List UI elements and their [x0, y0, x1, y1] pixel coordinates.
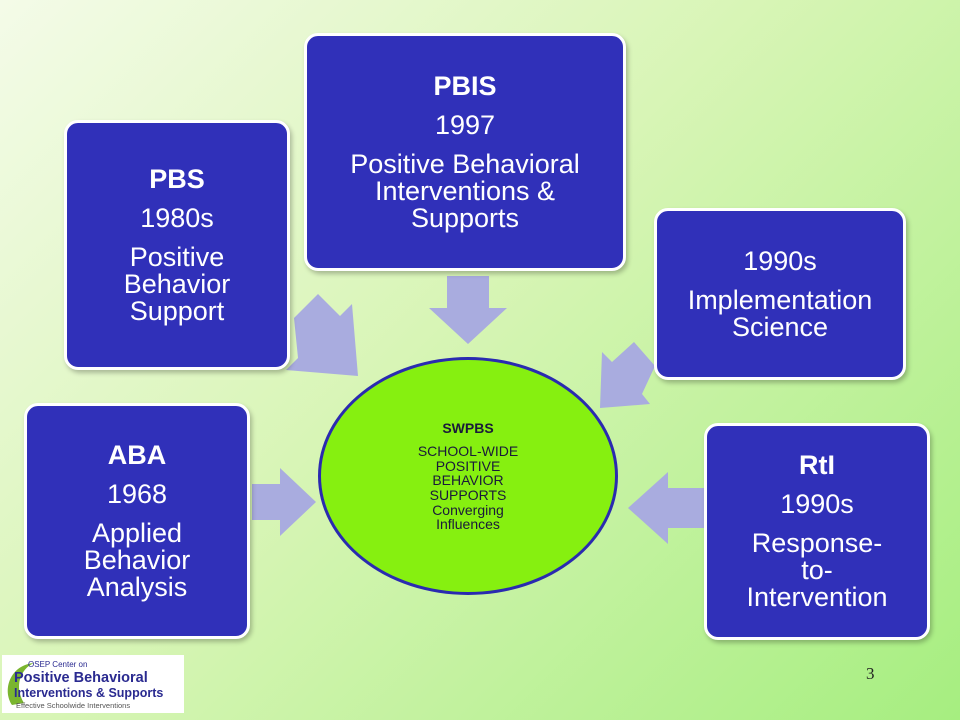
- arrow-aba-to-center: [252, 468, 316, 536]
- center-line-3: BEHAVIOR: [432, 472, 504, 489]
- box-rti: RtI 1990s Response- to- Intervention: [704, 423, 930, 640]
- box-pbis: PBIS 1997 Positive Behavioral Interventi…: [304, 33, 626, 271]
- rti-year: 1990s: [780, 489, 854, 519]
- pbs-year: 1980s: [140, 202, 214, 233]
- pbis-desc-1: Positive Behavioral: [350, 148, 580, 179]
- rti-desc-3: Intervention: [746, 582, 888, 612]
- impl-year: 1990s: [743, 245, 817, 276]
- aba-desc-1: Applied: [91, 517, 183, 548]
- arrow-impl-to-center: [600, 342, 655, 408]
- box-pbs: PBS 1980s Positive Behavior Support: [64, 120, 290, 370]
- pbis-desc-2: Interventions &: [374, 175, 556, 206]
- arrow-pbis-to-center: [429, 276, 507, 344]
- pbis-year: 1997: [434, 109, 496, 140]
- pbis-logo: OSEP Center on Positive Behavioral Inter…: [2, 655, 184, 713]
- pbs-label: PBS: [149, 163, 205, 194]
- arrow-pbs-to-center: [286, 294, 358, 376]
- pbis-label: PBIS: [433, 70, 497, 101]
- aba-label: ABA: [107, 439, 167, 470]
- logo-line-4: Effective Schoolwide Interventions: [16, 701, 130, 710]
- center-line-6: Influences: [436, 516, 500, 533]
- center-line-2: POSITIVE: [435, 457, 501, 474]
- arrow-rti-to-center: [628, 472, 704, 544]
- logo-swoosh-icon: [7, 663, 35, 705]
- logo-line-1: OSEP Center on: [28, 660, 87, 669]
- aba-desc-3: Analysis: [86, 571, 188, 602]
- rti-label: RtI: [799, 450, 835, 480]
- center-title: SWPBS: [442, 419, 494, 436]
- impl-desc-2: Science: [731, 311, 829, 342]
- pbs-desc-1: Positive: [129, 241, 225, 272]
- impl-desc-1: Implementation: [687, 284, 873, 315]
- pbs-desc-3: Support: [129, 295, 225, 326]
- rti-desc-2: to-: [801, 555, 833, 585]
- pbis-desc-3: Supports: [410, 202, 520, 233]
- page-number: 3: [866, 664, 875, 683]
- center-line-5: Converging: [432, 501, 504, 518]
- box-aba: ABA 1968 Applied Behavior Analysis: [24, 403, 250, 639]
- logo-line-3: Interventions & Supports: [14, 686, 163, 700]
- box-implementation-science: 1990s Implementation Science: [654, 208, 906, 380]
- center-line-4: SUPPORTS: [429, 487, 507, 503]
- center-ellipse-swpbs: SWPBS SCHOOL-WIDE POSITIVE BEHAVIOR SUPP…: [318, 357, 618, 595]
- aba-year: 1968: [106, 478, 168, 509]
- center-line-1: SCHOOL-WIDE: [417, 442, 519, 459]
- aba-desc-2: Behavior: [83, 544, 191, 575]
- logo-line-2: Positive Behavioral: [14, 670, 148, 686]
- pbs-desc-2: Behavior: [123, 268, 231, 299]
- rti-desc-1: Response-: [751, 528, 883, 558]
